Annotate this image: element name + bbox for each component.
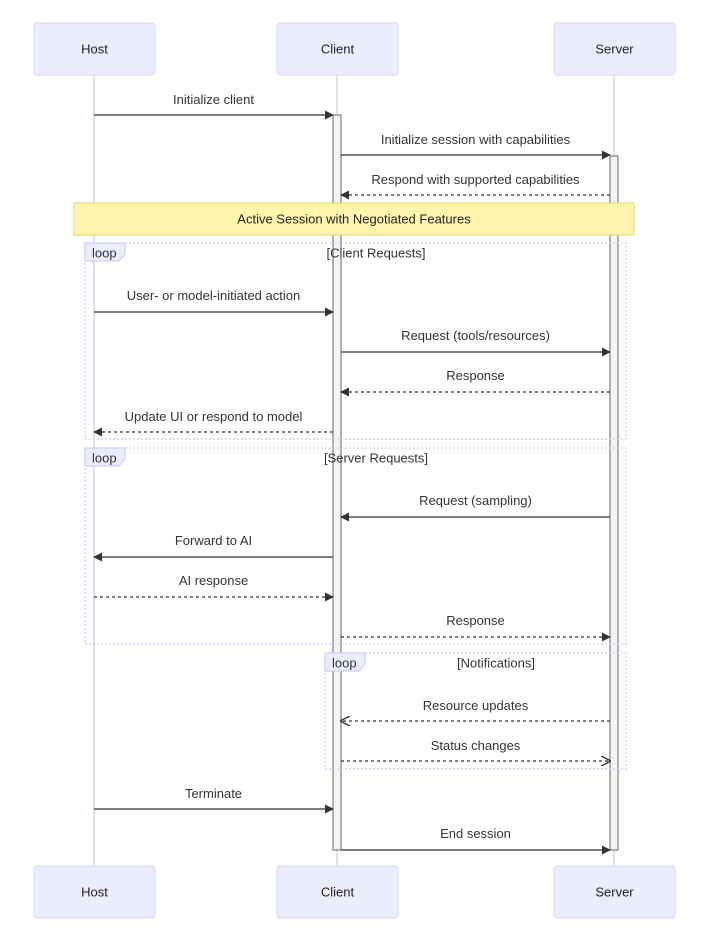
message: Respond with supported capabilities bbox=[340, 172, 610, 200]
loop-tab bbox=[84, 242, 126, 262]
message: Initialize session with capabilities bbox=[341, 132, 611, 160]
loop-client-requests: loop [Client Requests] bbox=[84, 242, 627, 440]
loop-title: [Server Requests] bbox=[324, 451, 428, 466]
actor-box bbox=[33, 865, 156, 919]
loop-keyword: loop bbox=[92, 451, 117, 466]
message: Request (sampling) bbox=[340, 493, 610, 522]
loop-frame bbox=[324, 652, 627, 770]
actor-box bbox=[553, 22, 676, 76]
actor-box bbox=[553, 865, 676, 919]
loop-tab bbox=[84, 447, 126, 467]
message: Status changes bbox=[341, 738, 610, 761]
message-label: Status changes bbox=[431, 738, 521, 753]
message: Resource updates bbox=[341, 698, 610, 721]
actor-server-bottom: Server bbox=[553, 865, 676, 919]
message: AI response bbox=[94, 573, 334, 602]
activation-server bbox=[609, 155, 619, 851]
message-label: Initialize client bbox=[173, 92, 254, 107]
actor-client-top: Client bbox=[276, 22, 399, 76]
actor-label: Client bbox=[321, 42, 355, 57]
actor-label: Host bbox=[81, 42, 108, 57]
note-text: Active Session with Negotiated Features bbox=[237, 212, 471, 227]
actors-bottom: Host Client Server bbox=[33, 865, 676, 919]
loop-title: [Client Requests] bbox=[327, 246, 426, 261]
activations bbox=[332, 114, 619, 851]
message-label: Request (sampling) bbox=[419, 493, 532, 508]
loop-tab bbox=[324, 652, 366, 672]
loop-title: [Notifications] bbox=[457, 656, 535, 671]
message-label: Resource updates bbox=[423, 698, 529, 713]
loop-notifications: loop [Notifications] bbox=[324, 652, 627, 770]
actor-client-bottom: Client bbox=[276, 865, 399, 919]
actor-host-bottom: Host bbox=[33, 865, 156, 919]
message-label: Request (tools/resources) bbox=[401, 328, 550, 343]
actors-top: Host Client Server bbox=[33, 22, 676, 76]
message-label: Response bbox=[446, 368, 505, 383]
actor-host-top: Host bbox=[33, 22, 156, 76]
loop-frame bbox=[84, 242, 627, 440]
message: End session bbox=[341, 826, 611, 855]
note: Active Session with Negotiated Features bbox=[73, 202, 635, 236]
message: Response bbox=[340, 368, 610, 397]
message: Response bbox=[341, 613, 611, 642]
actor-label: Server bbox=[595, 42, 634, 57]
message: Request (tools/resources) bbox=[341, 328, 611, 357]
message-label: End session bbox=[440, 826, 511, 841]
message-label: Terminate bbox=[185, 786, 242, 801]
loop-frame bbox=[84, 447, 627, 645]
message-label: Respond with supported capabilities bbox=[371, 172, 580, 187]
message: Terminate bbox=[94, 786, 334, 814]
message-label: User- or model-initiated action bbox=[127, 288, 300, 303]
actor-label: Server bbox=[595, 885, 634, 900]
message-label: Initialize session with capabilities bbox=[381, 132, 571, 147]
loop-keyword: loop bbox=[92, 246, 117, 261]
message-label: Response bbox=[446, 613, 505, 628]
actor-box bbox=[276, 22, 399, 76]
actor-box bbox=[276, 865, 399, 919]
message: Initialize client bbox=[94, 92, 334, 120]
lifelines bbox=[93, 75, 615, 866]
message-label: AI response bbox=[179, 573, 248, 588]
note-box bbox=[73, 202, 635, 236]
message-label: Forward to AI bbox=[175, 533, 252, 548]
loop-keyword: loop bbox=[332, 656, 357, 671]
message-label: Update UI or respond to model bbox=[125, 409, 303, 424]
message: Update UI or respond to model bbox=[93, 409, 333, 437]
actor-label: Client bbox=[321, 885, 355, 900]
actor-label: Host bbox=[81, 885, 108, 900]
loop-server-requests: loop [Server Requests] bbox=[84, 447, 627, 645]
actor-server-top: Server bbox=[553, 22, 676, 76]
message: Forward to AI bbox=[93, 533, 333, 562]
message: User- or model-initiated action bbox=[94, 288, 334, 317]
activation-client bbox=[332, 114, 342, 851]
actor-box bbox=[33, 22, 156, 76]
